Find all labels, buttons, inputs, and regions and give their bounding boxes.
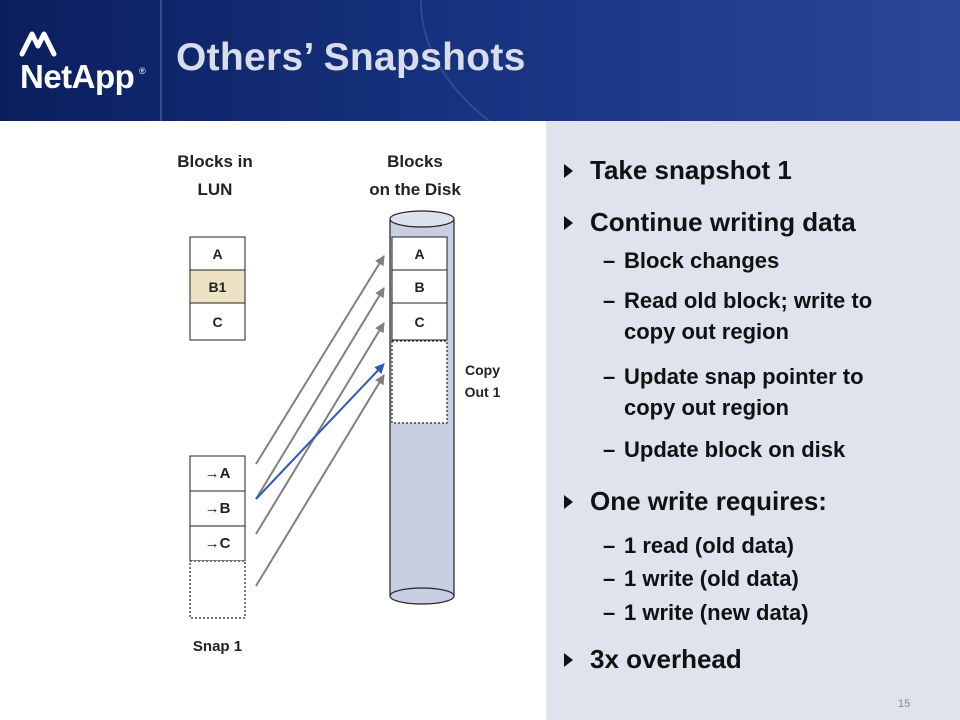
disk-label-line1: Blocks: [387, 152, 443, 171]
registered-mark: ®: [139, 66, 146, 76]
lun-block-c: [189, 302, 246, 341]
slide-header: NetApp ® Others’ Snapshots: [0, 0, 960, 121]
page-number: 15: [898, 698, 911, 710]
lun-label-line2: LUN: [197, 180, 233, 199]
disk-block-b-label: B: [414, 279, 425, 295]
sub-dash: –: [603, 533, 616, 558]
snap-pointer-c: [189, 525, 246, 562]
snap-empty-slot: [189, 560, 246, 619]
snap-pointer-c-label: →C: [204, 535, 231, 552]
copy-out-label-line1: Copy: [465, 362, 500, 378]
snap-label: Snap 1: [192, 638, 243, 655]
sub-dash: –: [603, 566, 616, 591]
logo-wordmark: NetApp: [20, 58, 135, 95]
sub-update-snap-pointer-line1: Update snap pointer to: [624, 364, 864, 389]
disk-block-c-label: C: [414, 314, 425, 330]
disk-block-a: [391, 236, 448, 271]
gray-arrow-4: [255, 374, 385, 587]
bullet-panel: [546, 121, 960, 720]
sub-dash: –: [603, 600, 616, 625]
bullet-3x-overhead: 3x overhead: [590, 644, 742, 674]
sub-dash: –: [603, 288, 616, 313]
bullet-one-write-requires: One write requires:: [590, 486, 827, 516]
lun-block-a-label: A: [212, 246, 223, 262]
sub-dash: –: [603, 364, 616, 389]
gray-arrow-2: [255, 287, 385, 500]
lun-label-line1: Blocks in: [177, 152, 253, 171]
sub-1-write-new: 1 write (new data): [624, 600, 809, 625]
blue-arrow-updated-pointer: [255, 363, 385, 500]
bullet-continue-writing: Continue writing data: [590, 207, 856, 237]
netapp-logo-icon: [19, 31, 57, 57]
snap-pointer-b-label: →B: [204, 500, 231, 517]
snap-pointer-b: [189, 490, 246, 527]
lun-block-c-label: C: [212, 314, 223, 330]
snap-pointer-a: [189, 455, 246, 492]
bullet-take-snapshot: Take snapshot 1: [590, 155, 792, 185]
bullet-arrow-icon: [564, 653, 573, 667]
disk-label-line2: on the Disk: [369, 180, 461, 199]
slide-title: Others’ Snapshots: [176, 36, 526, 79]
header-divider: [160, 0, 162, 121]
bullet-arrow-icon: [564, 216, 573, 230]
snap-pointer-a-label: →A: [204, 465, 231, 482]
disk-block-a-label: A: [414, 246, 425, 262]
snapshot-diagram: [189, 210, 455, 619]
sub-update-block-on-disk: Update block on disk: [624, 437, 846, 462]
sub-dash: –: [603, 248, 616, 273]
bullet-arrow-icon: [564, 164, 573, 178]
copy-out-label-line2: Out 1: [464, 384, 501, 400]
sub-read-old-block-line1: Read old block; write to: [624, 288, 873, 313]
disk-block-c: [391, 302, 448, 341]
bullet-arrow-icon: [564, 495, 573, 509]
sub-update-snap-pointer-line2: copy out region: [624, 395, 789, 420]
gray-arrow-3: [255, 322, 385, 535]
sub-dash: –: [603, 437, 616, 462]
gray-arrow-1: [255, 255, 385, 465]
lun-block-a: [189, 236, 246, 271]
sub-block-changes: Block changes: [624, 248, 780, 273]
lun-block-b1-label: B1: [208, 279, 227, 295]
sub-1-write-old: 1 write (old data): [624, 566, 799, 591]
copy-out-region: [391, 340, 448, 424]
sub-read-old-block-line2: copy out region: [624, 319, 789, 344]
sub-1-read: 1 read (old data): [624, 533, 794, 558]
